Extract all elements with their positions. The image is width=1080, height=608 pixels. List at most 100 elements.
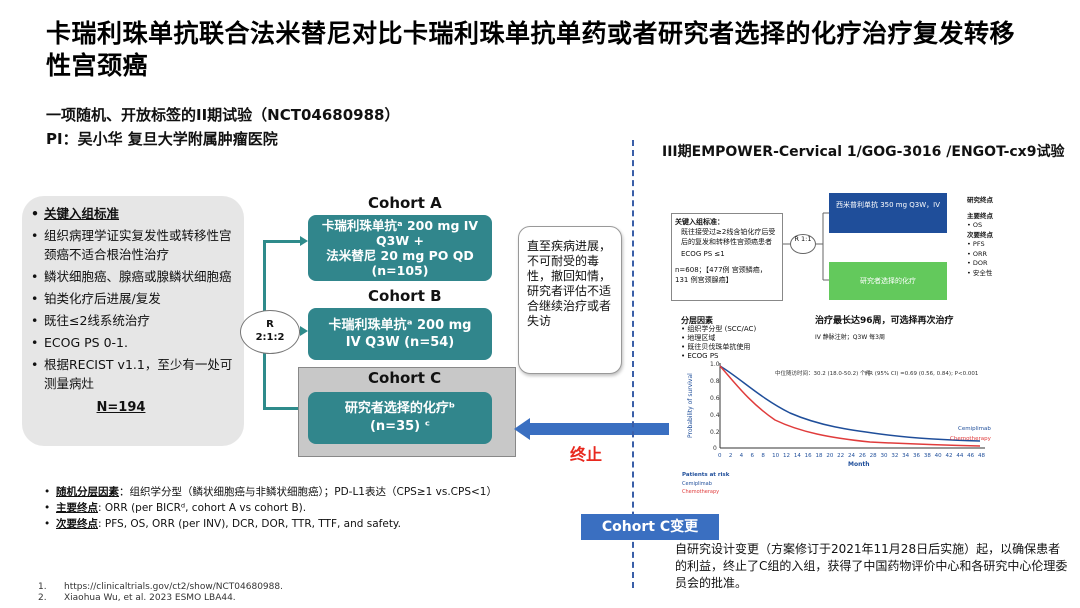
ref-text: Xiaohua Wu, et al. 2023 ESMO LBA44. <box>64 593 236 603</box>
km-legend-cemiplimab: Cemiplimab <box>682 481 712 487</box>
km-xtick: 34 <box>902 453 909 459</box>
empower-inclusion-box: 关键入组标准： 既往接受过≥2线含铂化疗后受后的复发和转移性宫颈癌患者 ECOG… <box>671 213 783 301</box>
strat-item: • ECOG PS <box>681 352 719 360</box>
connector-line <box>263 240 303 243</box>
note-label: 随机分层因素 <box>56 486 119 498</box>
endpoints-header: 研究终点 <box>967 196 993 204</box>
criteria-item: 铂类化疗后进展/复发 <box>30 289 242 308</box>
empower-arm-chemo: 研究者选择的化疗 <box>829 262 947 300</box>
endpoint-text: OS <box>972 221 983 229</box>
cohort-b-line: IV Q3W (n=54) <box>345 335 455 350</box>
km-xtick: 40 <box>935 453 942 459</box>
note-text: : ORR (per BICRᵈ, cohort A vs cohort B). <box>98 502 307 514</box>
km-xtick: 48 <box>978 453 985 459</box>
cohort-a-label: Cohort A <box>368 194 442 212</box>
reference-item: 2. Xiaohua Wu, et al. 2023 ESMO LBA44. <box>38 593 283 604</box>
cohort-a-line: (n=105) <box>371 263 429 278</box>
cohort-a-line: 法米替尼 20 mg PO QD <box>326 248 474 263</box>
reference-item: 1.https://clinicaltrials.gov/ct2/show/NC… <box>38 582 283 593</box>
strat-text: 地理区域 <box>687 334 716 342</box>
km-at-risk-label: Patients at risk <box>682 472 730 478</box>
km-xtick: 28 <box>870 453 877 459</box>
empower-n: n=608；【477例 宫颈鳞癌，131 例宫颈腺癌】 <box>675 266 767 284</box>
km-ytick: 0.4 <box>710 412 720 419</box>
km-xtick: 22 <box>837 453 844 459</box>
randomization-circle: R 2:1:2 <box>240 310 300 354</box>
km-xtick: 4 <box>740 453 744 459</box>
km-xtick: 10 <box>772 453 779 459</box>
empower-randomization: R 1:1 <box>790 234 816 254</box>
ref-text: https://clinicaltrials.gov/ct2/show/NCT0… <box>64 582 283 592</box>
note-label: 次要终点 <box>56 518 98 530</box>
km-xtick: 6 <box>751 453 755 459</box>
km-stat-text: HR (95% CI) =0.69 (0.56, 0.84); P<0.001 <box>865 371 978 377</box>
criteria-item: 组织病理学证实复发性或转移性宫颈癌不适合根治性治疗 <box>30 226 242 264</box>
km-curve-cemiplimab <box>719 365 981 442</box>
empower-stratification: 分层因素 • 组织学分型 (SCC/AC) • 地理区域 • 既往贝伐珠单抗使用… <box>681 316 756 361</box>
criteria-item: ECOG PS 0-1. <box>30 333 242 352</box>
note-text: : PFS, OS, ORR (per INV), DCR, DOR, TTR,… <box>98 518 401 530</box>
randomization-ratio: 2:1:2 <box>255 332 285 343</box>
endpoint-item: • OS <box>967 221 983 229</box>
endpoint-notes: 随机分层因素：组织学分型（鳞状细胞癌与非鳞状细胞癌）；PD-L1表达（CPS≥1… <box>44 484 604 532</box>
empower-inclusion-item: 既往接受过≥2线含铂化疗后受后的复发和转移性宫颈癌患者 <box>681 228 776 246</box>
secondary-header: 次要终点 <box>967 230 993 239</box>
km-xtick: 14 <box>794 453 801 459</box>
strat-item: • 既往贝伐珠单抗使用 <box>681 343 751 351</box>
km-xtick: 38 <box>924 453 931 459</box>
endpoint-text: PFS <box>972 240 985 248</box>
km-yticks: 1.0 0.8 0.6 0.4 0.2 0 <box>710 361 720 452</box>
cohort-c-change-text: 自研究设计变更（方案修订于2021年11月28日后实施）起，以确保患者的利益，终… <box>675 542 1068 590</box>
km-ytick: 0.8 <box>710 378 720 385</box>
empower-inclusion-header: 关键入组标准： <box>675 218 724 226</box>
km-xtick: 2 <box>729 453 733 459</box>
strat-text: 组织学分型 (SCC/AC) <box>687 325 757 333</box>
empower-inclusion-item: ECOG PS ≤1 <box>681 250 725 258</box>
connector-line <box>263 407 303 410</box>
km-legend-cemiplimab: Cemiplimab <box>958 426 991 432</box>
key-inclusion-criteria: 关键入组标准 组织病理学证实复发性或转移性宫颈癌不适合根治性治疗 鳞状细胞癌、腺… <box>30 204 242 417</box>
km-xtick: 24 <box>848 453 855 459</box>
treatment-duration-note: 直至疾病进展，不可耐受的毒性，撤回知情，研究者评估不适合继续治疗或者失访 <box>518 226 622 374</box>
cohort-a-line: Q3W + <box>376 233 424 248</box>
endpoint-text: ORR <box>972 249 988 258</box>
endpoint-item: • DOR <box>967 259 988 267</box>
cohort-c-line: (n=35) ᶜ <box>369 419 431 434</box>
km-xtick: 32 <box>891 453 898 459</box>
note-label: 主要终点 <box>56 502 98 514</box>
empower-title: III期EMPOWER-Cervical 1/GOG-3016 /ENGOT-c… <box>662 144 1065 160</box>
empower-iv-note: IV 静脉注射；Q3W 每3周 <box>815 334 885 341</box>
km-xtick: 42 <box>946 453 953 459</box>
km-xtick: 18 <box>816 453 823 459</box>
empower-max-duration: 治疗最长达96周，可选择再次治疗 <box>815 316 954 326</box>
criteria-item: 既往≤2线系统治疗 <box>30 311 242 330</box>
km-xtick: 26 <box>859 453 866 459</box>
endpoint-item: • ORR <box>967 249 988 258</box>
stop-arrow <box>514 418 669 440</box>
endpoint-item: • 安全性 <box>967 268 993 277</box>
primary-header: 主要终点 <box>967 211 993 220</box>
cohort-c-line: 研究者选择的化疗ᵇ <box>344 401 456 416</box>
empower-endpoints: 研究终点 主要终点 • OS 次要终点 • PFS • ORR • DOR • … <box>967 196 1057 278</box>
km-xtick: 44 <box>956 453 963 459</box>
km-curve-chemotherapy <box>719 365 981 447</box>
km-xtick: 20 <box>826 453 833 459</box>
ref-num: 2. <box>38 593 47 603</box>
km-xtick: 46 <box>967 453 974 459</box>
km-ytick: 0.6 <box>710 395 720 402</box>
km-xtick: 8 <box>761 453 765 459</box>
km-xtick: 16 <box>805 453 812 459</box>
km-ytick: 0.2 <box>710 429 720 436</box>
cohort-b-line: 卡瑞利珠单抗ᵃ 200 mg <box>328 318 472 333</box>
endpoint-item: • PFS <box>967 240 985 248</box>
stop-label: 终止 <box>570 445 603 464</box>
empower-arms-connector <box>783 212 829 281</box>
km-ytick: 0 <box>713 445 717 452</box>
km-xtick: 36 <box>913 453 920 459</box>
criteria-item: 鳞状细胞癌、腺癌或腺鳞状细胞癌 <box>30 267 242 286</box>
cohort-b-label: Cohort B <box>368 287 442 305</box>
stop-arrow-shape <box>514 418 669 440</box>
strat-item: • 组织学分型 (SCC/AC) <box>681 325 757 333</box>
strat-item: • 地理区域 <box>681 334 716 342</box>
